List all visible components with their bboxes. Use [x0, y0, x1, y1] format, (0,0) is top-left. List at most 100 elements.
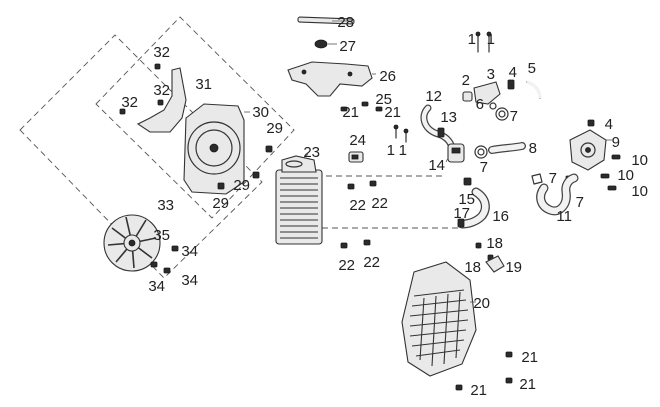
part-21-bolt-b [375, 106, 383, 112]
part-17-clamp [457, 218, 465, 228]
callout-28: 28 [337, 14, 354, 31]
callout-31: 31 [195, 76, 212, 93]
part-30-fan-shroud [183, 103, 250, 195]
callout-2: 2 [462, 72, 470, 89]
callout-24: 24 [349, 132, 366, 149]
callout-33: 33 [157, 197, 174, 214]
part-13-clamp [437, 127, 445, 138]
callout-10-a: 10 [631, 152, 648, 169]
part-4-bolt-top [507, 79, 515, 90]
callout-20: 20 [473, 295, 490, 312]
part-16-hose [457, 187, 490, 229]
callout-23: 23 [303, 144, 320, 161]
part-2-clip [462, 91, 473, 102]
callout-35: 35 [153, 227, 170, 244]
callout-21-a: 21 [342, 104, 359, 121]
part-3-housing [473, 81, 501, 105]
callout-18-b: 18 [464, 259, 481, 276]
callout-29-b: 29 [212, 195, 229, 212]
callout-21-d: 21 [519, 376, 536, 393]
callout-29-c: 29 [233, 177, 250, 194]
part-6-oring [489, 102, 497, 110]
part-8-hose [488, 142, 526, 154]
callout-30: 30 [252, 104, 269, 121]
callout-10-b: 10 [617, 167, 634, 184]
part-35-fan [103, 214, 161, 272]
callout-10-c: 10 [631, 183, 648, 200]
part-4-bolt-pump [587, 119, 595, 127]
callout-labels: 1 1 1 1 2 3 4 4 5 6 7 7 7 7 8 9 10 10 10… [121, 14, 648, 399]
callout-21-b: 21 [384, 104, 401, 121]
callout-21-c: 21 [521, 349, 538, 366]
part-21-bolt-a [340, 106, 348, 112]
part-15-clamp [463, 177, 472, 186]
callout-29-a: 29 [266, 120, 283, 137]
callout-5: 5 [528, 60, 536, 77]
callout-15: 15 [458, 191, 475, 208]
callout-17: 17 [453, 205, 470, 222]
part-26-bracket [287, 61, 376, 97]
part-7-clamp-mid [474, 145, 488, 159]
callout-12: 12 [425, 88, 442, 105]
callout-4-b: 4 [605, 116, 613, 133]
callout-25: 25 [375, 91, 392, 108]
part-34-bolts [150, 245, 179, 274]
part-25-bolt [361, 101, 369, 107]
callout-13: 13 [440, 109, 457, 126]
callout-22-d: 22 [363, 254, 380, 271]
callout-21-e: 21 [470, 382, 487, 399]
part-19-bracket [485, 255, 505, 273]
callout-32-b: 32 [153, 82, 170, 99]
part-27-cap [314, 39, 337, 49]
callout-11: 11 [556, 208, 572, 225]
callout-26: 26 [379, 68, 396, 85]
callout-1-b: 1 [487, 31, 495, 48]
callout-4-a: 4 [509, 64, 517, 81]
callout-6: 6 [476, 96, 484, 113]
assembly-outline-outer [19, 34, 263, 279]
callout-32-a: 32 [153, 44, 170, 61]
part-14-sensor [445, 143, 465, 163]
callout-7-a: 7 [510, 108, 518, 125]
callout-7-b: 7 [480, 159, 488, 176]
part-20-cover [401, 261, 477, 377]
part-5-hose [526, 80, 542, 99]
part-10-bolts [600, 154, 621, 191]
callout-18-a: 18 [486, 235, 503, 252]
part-31-bracket [136, 67, 187, 133]
callout-32-c: 32 [121, 94, 138, 111]
callout-9: 9 [612, 134, 620, 151]
part-1-bolts-mid [393, 124, 409, 143]
part-11-hose [536, 173, 579, 216]
callout-1-d: 1 [399, 142, 407, 159]
callout-14: 14 [428, 157, 445, 174]
callout-34-b: 34 [148, 278, 165, 295]
part-32-screws [119, 63, 164, 115]
part-28-rod [297, 16, 355, 25]
callout-27: 27 [339, 38, 356, 55]
callout-1-c: 1 [387, 142, 395, 159]
part-29-grommets [217, 145, 273, 190]
callout-34-c: 34 [181, 272, 198, 289]
callout-19: 19 [505, 259, 522, 276]
part-22-bolts [340, 180, 377, 249]
callout-34-a: 34 [181, 243, 198, 260]
part-21-bolts-bottom [455, 351, 513, 391]
callout-22-a: 22 [349, 197, 366, 214]
part-24-sensor [348, 151, 364, 163]
callout-1-a: 1 [468, 31, 476, 48]
part-7-clamp-top [495, 107, 509, 121]
callout-22-b: 22 [371, 195, 388, 212]
callout-7-c: 7 [549, 170, 557, 187]
part-9-water-pump [569, 129, 612, 171]
part-1-bolts-top [475, 31, 492, 53]
callout-8: 8 [529, 140, 537, 157]
callout-22-c: 22 [338, 257, 355, 274]
callout-3: 3 [487, 66, 495, 83]
part-7-clamp-left [531, 173, 543, 185]
part-23-radiator [275, 153, 323, 245]
callout-7-d: 7 [576, 194, 584, 211]
assembly-outline-inner [95, 16, 295, 219]
callout-16: 16 [492, 208, 509, 225]
